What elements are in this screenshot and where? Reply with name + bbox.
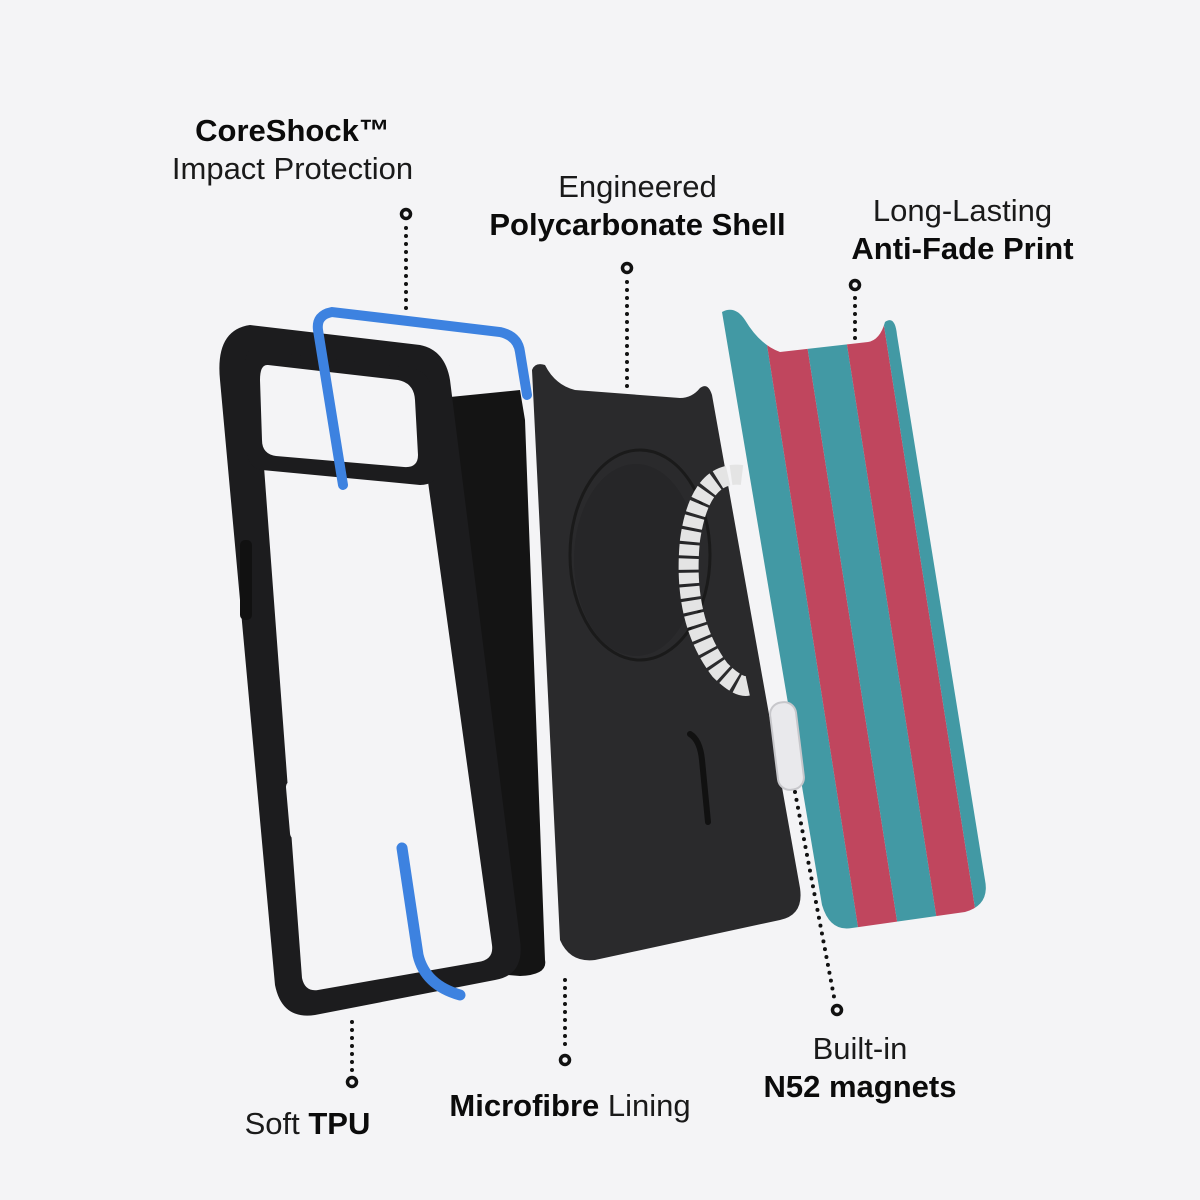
coreshock-bumper-bottom xyxy=(396,842,466,1001)
callout-tpu: Soft TPU xyxy=(225,1105,390,1143)
callout-microfibre: Microfibre Lining xyxy=(425,1087,715,1125)
callout-magnets-subtitle: Built-in xyxy=(812,1031,908,1066)
coreshock-bumper-top xyxy=(312,306,532,490)
callout-antifade: Long-Lasting Anti-Fade Print xyxy=(830,192,1095,268)
callout-magnets: Built-in N52 magnets xyxy=(745,1030,975,1106)
callout-microfibre-title: Microfibre xyxy=(449,1088,600,1123)
magnet-pill xyxy=(769,701,805,791)
leader-endpoints xyxy=(345,207,862,1089)
alignment-slot xyxy=(687,731,711,825)
callout-magnets-title: N52 magnets xyxy=(763,1069,957,1104)
callout-coreshock: CoreShock™ Impact Protection xyxy=(140,112,445,188)
callout-coreshock-title: CoreShock™ xyxy=(195,113,390,148)
callout-coreshock-subtitle: Impact Protection xyxy=(171,151,414,186)
leader-lines xyxy=(350,226,857,1074)
callout-polycarbonate-title: Polycarbonate Shell xyxy=(489,207,786,242)
magnet-ring xyxy=(678,464,755,696)
callout-polycarbonate: Engineered Polycarbonate Shell xyxy=(460,168,815,244)
callout-tpu-title: TPU xyxy=(308,1106,371,1141)
callout-polycarbonate-subtitle: Engineered xyxy=(558,169,717,204)
callout-microfibre-suffix: Lining xyxy=(599,1088,691,1123)
tpu-frame xyxy=(219,325,521,1016)
callout-antifade-title: Anti-Fade Print xyxy=(851,231,1074,266)
callout-antifade-subtitle: Long-Lasting xyxy=(872,193,1053,228)
callout-tpu-prefix: Soft xyxy=(244,1106,309,1141)
magsafe-circle xyxy=(568,448,712,662)
